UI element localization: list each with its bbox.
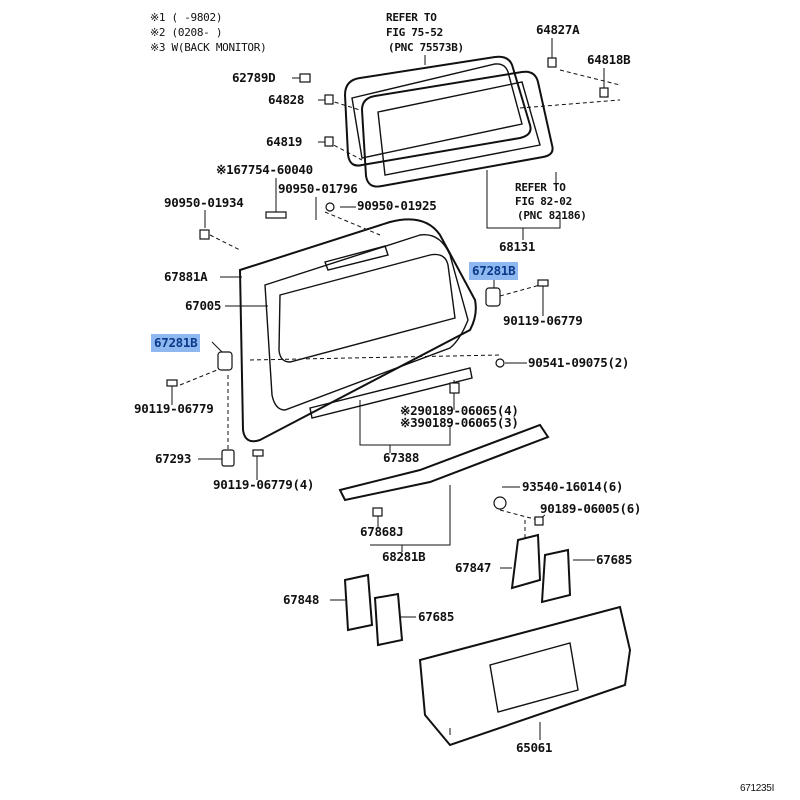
insert-67685-left — [373, 592, 404, 647]
part-67005[interactable]: 67005 — [185, 298, 222, 313]
refer-2-line1: REFER TO — [515, 181, 566, 194]
refer-2-line2: FIG 82-02 — [515, 195, 572, 208]
part-67685-right[interactable]: 67685 — [596, 552, 633, 567]
lower-beam — [338, 423, 550, 502]
dashed-lines — [179, 69, 621, 540]
part-64818B[interactable]: 64818B — [587, 52, 631, 67]
part-64819[interactable]: 64819 — [266, 134, 303, 149]
part-67685-left[interactable]: 67685 — [418, 609, 455, 624]
part-64827A[interactable]: 64827A — [536, 22, 580, 37]
clip-icon — [372, 507, 383, 517]
part-67754-60040[interactable]: ※167754-60040 — [216, 162, 313, 177]
back-door-panel — [238, 218, 477, 443]
clip-icon — [324, 136, 334, 147]
nut-icon — [495, 358, 505, 368]
part-62789D[interactable]: 62789D — [232, 70, 276, 85]
clip-icon — [324, 94, 334, 105]
figure-id: 671235I — [740, 783, 775, 794]
part-64828[interactable]: 64828 — [268, 92, 305, 107]
part-67281B-left[interactable]: 67281B — [151, 334, 201, 352]
part-67388[interactable]: 67388 — [383, 450, 420, 465]
part-65061[interactable]: 65061 — [516, 740, 553, 755]
clip-icon — [599, 87, 609, 98]
part-90119-06779-left[interactable]: 90119-06779 — [134, 401, 214, 416]
stopper-icon — [485, 287, 501, 307]
bolt-icon — [252, 449, 264, 457]
part-90950-01934[interactable]: 90950-01934 — [164, 195, 244, 210]
screw-icon — [493, 496, 507, 510]
clip-icon — [534, 516, 544, 526]
refer-2-line3: (PNC 82186) — [517, 209, 587, 222]
part-90189-06065-note2[interactable]: ※290189-06065(4) — [400, 403, 519, 418]
clip-icon — [325, 202, 335, 212]
note-3: ※3 W(BACK MONITOR) — [150, 41, 267, 54]
note-2: ※2 (0208- ) — [150, 26, 223, 39]
garnish-panel — [418, 605, 632, 747]
part-90950-01796[interactable]: 90950-01796 — [278, 181, 358, 196]
bumper-icon — [221, 449, 235, 467]
part-90950-01925[interactable]: 90950-01925 — [357, 198, 437, 213]
pad-icon — [265, 211, 287, 219]
stopper-icon — [217, 351, 233, 371]
insert-67847 — [510, 533, 542, 590]
insert-67848 — [343, 573, 374, 632]
bolt-icon — [537, 279, 549, 287]
clip-icon — [547, 57, 557, 68]
part-93540-16014[interactable]: 93540-16014(6) — [522, 479, 624, 494]
clip-icon — [299, 73, 311, 83]
insert-67685-right — [540, 548, 572, 604]
refer-1-line1: REFER TO — [386, 11, 437, 24]
back-door-glass — [343, 55, 554, 188]
part-67847[interactable]: 67847 — [455, 560, 492, 575]
fasteners — [166, 57, 609, 526]
part-90119-06779-4[interactable]: 90119-06779(4) — [213, 477, 315, 492]
note-1: ※1 ( -9802) — [150, 11, 223, 24]
part-90189-06005[interactable]: 90189-06005(6) — [540, 501, 642, 516]
clip-icon — [199, 229, 210, 240]
refer-1-line2: FIG 75-52 — [386, 26, 443, 39]
part-90119-06779-right[interactable]: 90119-06779 — [503, 313, 583, 328]
refer-1-line3: (PNC 75573B) — [388, 41, 464, 54]
part-67881A[interactable]: 67881A — [164, 269, 208, 284]
part-68281B[interactable]: 68281B — [382, 549, 426, 564]
nut-icon — [449, 382, 460, 394]
part-67848[interactable]: 67848 — [283, 592, 320, 607]
bolt-icon — [166, 379, 178, 387]
part-90189-06065-note3[interactable]: ※390189-06065(3) — [400, 415, 519, 430]
leader-lines — [171, 38, 605, 740]
part-67281B-right[interactable]: 67281B — [469, 262, 519, 280]
part-90541-09075[interactable]: 90541-09075(2) — [528, 355, 630, 370]
part-67868J[interactable]: 67868J — [360, 524, 404, 539]
part-67293[interactable]: 67293 — [155, 451, 192, 466]
part-68131[interactable]: 68131 — [499, 239, 536, 254]
